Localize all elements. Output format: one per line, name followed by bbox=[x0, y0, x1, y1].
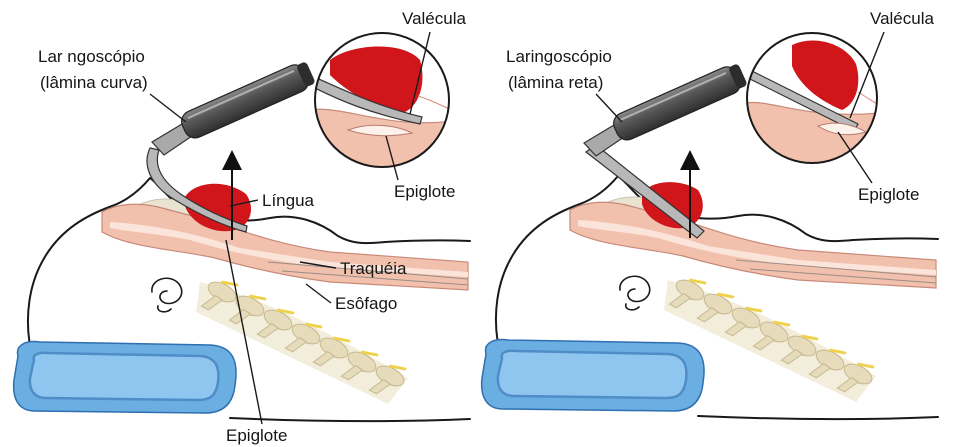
label-vallecula-right: Valécula bbox=[870, 9, 934, 28]
label-inset-epiglottis-right: Epiglote bbox=[858, 185, 919, 204]
label-blade-straight: (lâmina reta) bbox=[508, 73, 603, 92]
label-tongue: Língua bbox=[262, 191, 315, 210]
laryngoscope-handle-right bbox=[610, 63, 744, 143]
label-blade-curved: (lâmina curva) bbox=[40, 73, 148, 92]
inset-curved bbox=[300, 33, 462, 180]
label-vallecula-left: Valécula bbox=[402, 9, 466, 28]
label-trachea: Traquéia bbox=[340, 259, 407, 278]
label-laryngoscope-curved: Lar ngoscópio bbox=[38, 47, 145, 66]
label-laryngoscope-straight: Laringoscópio bbox=[506, 47, 612, 66]
leader-esophagus bbox=[306, 284, 331, 303]
panel-curved-blade: Lar ngoscópio (lâmina curva) Valécula Lí… bbox=[14, 9, 470, 445]
anatomy-right bbox=[482, 176, 938, 419]
inset-straight bbox=[740, 33, 890, 180]
label-esophagus: Esôfago bbox=[335, 294, 397, 313]
laryngoscope-handle bbox=[178, 61, 312, 141]
leader-laryngoscope-right bbox=[596, 94, 622, 122]
label-inset-epiglottis-left: Epiglote bbox=[394, 182, 455, 201]
leader-laryngoscope bbox=[150, 94, 186, 122]
panel-straight-blade: Laringoscópio (lâmina reta) Valécula Epi… bbox=[482, 9, 938, 419]
label-epiglottis-bottom: Epiglote bbox=[226, 426, 287, 445]
